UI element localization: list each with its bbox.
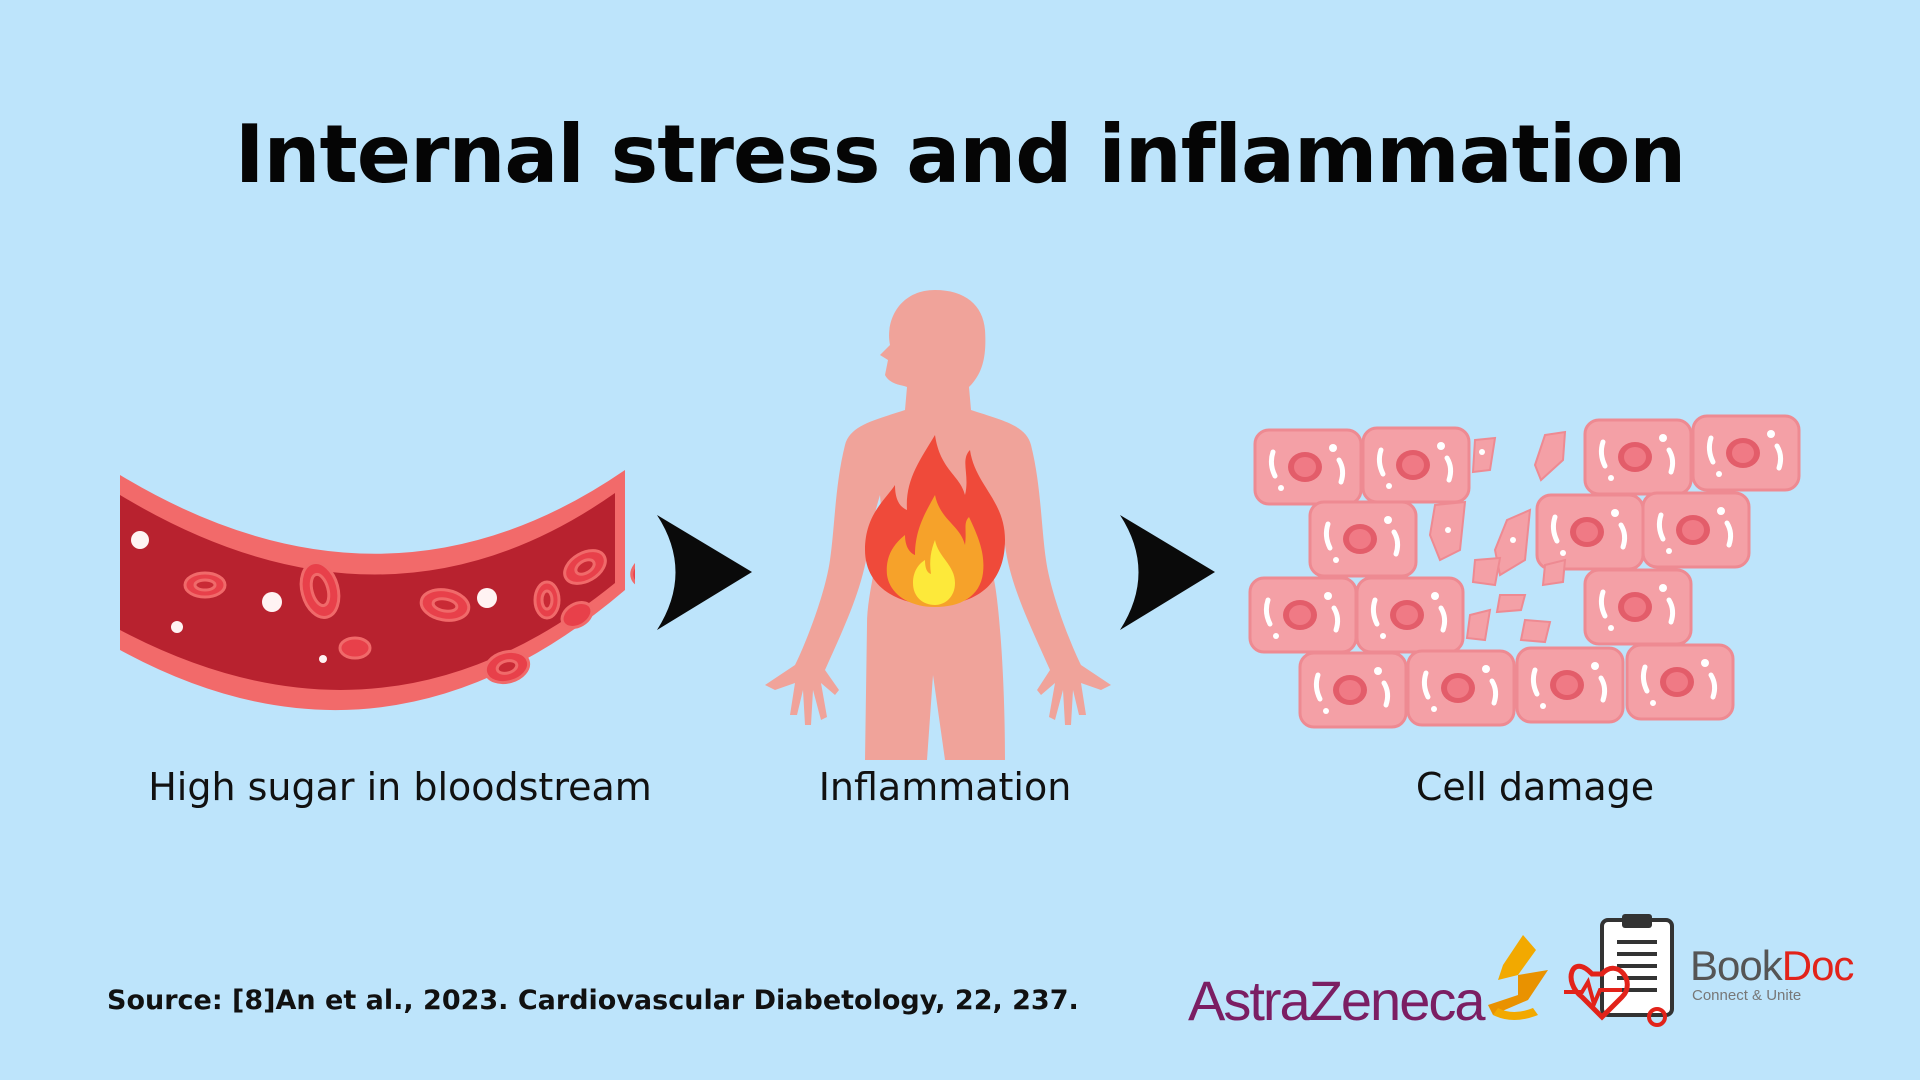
step-label-cell-damage: Cell damage — [1415, 765, 1655, 809]
damaged-cells-icon — [1245, 410, 1805, 740]
step-label-blood: High sugar in bloodstream — [148, 765, 652, 809]
bookdoc-tagline: Connect & Unite — [1692, 987, 1802, 1004]
bookdoc-clipboard-icon — [1564, 914, 1674, 1027]
astrazeneca-logo: AstraZeneca — [1188, 969, 1485, 1032]
step-label-inflammation: Inflammation — [818, 765, 1072, 809]
astrazeneca-symbol-icon — [1488, 935, 1548, 1020]
arrow-right-icon — [1120, 515, 1215, 630]
arrow-right-icon — [657, 515, 752, 630]
inflamed-body-icon — [765, 290, 1111, 760]
source-citation: Source: [8]An et al., 2023. Cardiovascul… — [107, 985, 1079, 1016]
bookdoc-logo: BookDoc — [1690, 942, 1855, 990]
bookdoc-logo-part2: Doc — [1781, 942, 1855, 989]
page-title: Internal stress and inflammation — [234, 108, 1686, 201]
blood-vessel-icon — [120, 470, 635, 711]
bookdoc-logo-part1: Book — [1690, 942, 1783, 989]
